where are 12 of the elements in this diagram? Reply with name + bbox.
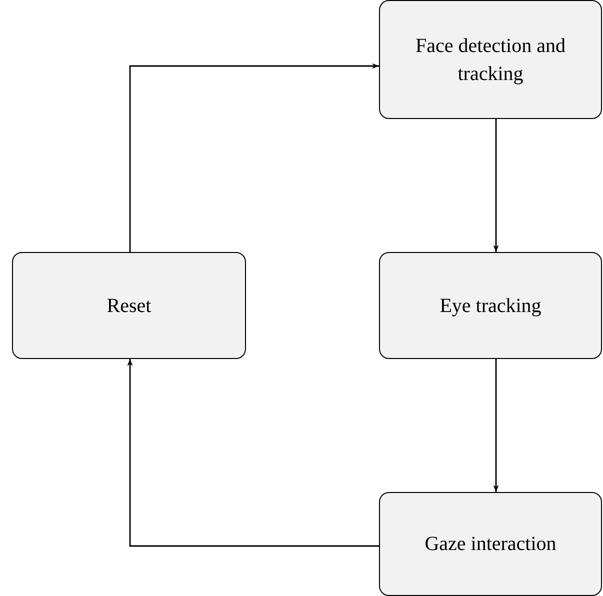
process-box (379, 492, 602, 596)
box-label: Reset (106, 294, 152, 318)
box-label: Eye tracking (440, 294, 542, 318)
process-box (12, 252, 246, 359)
arrow (493, 359, 499, 492)
process-box (379, 0, 602, 119)
arrow (493, 119, 499, 252)
arrow (127, 359, 379, 547)
box-label: Gaze interaction (424, 532, 556, 557)
box-label: Face detection and tracking (414, 34, 566, 86)
process-box (379, 252, 602, 359)
arrow (129, 63, 379, 252)
